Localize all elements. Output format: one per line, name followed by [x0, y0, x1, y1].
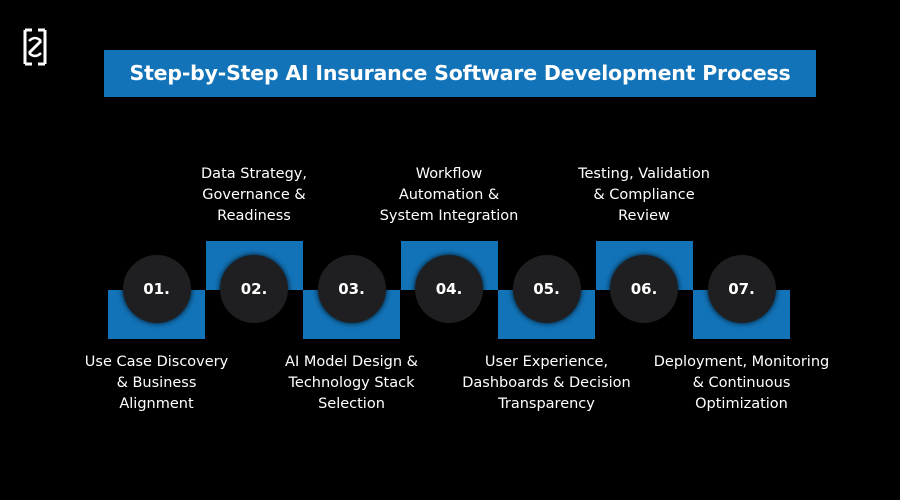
step-label-line: Data Strategy,	[201, 166, 307, 182]
step-label: Data Strategy, Governance & Readiness	[159, 164, 349, 227]
step-label-line: AI Model Design &	[285, 354, 418, 370]
brand-logo-icon	[22, 26, 48, 68]
step-label-line: Technology Stack	[288, 375, 415, 391]
step-number-badge: 04.	[415, 255, 483, 323]
step-label-line: Deployment, Monitoring	[653, 354, 830, 370]
step-label-line: Workflow	[415, 166, 483, 182]
step-label-line: Transparency	[498, 396, 595, 412]
page-title: Step-by-Step AI Insurance Software Devel…	[104, 50, 816, 97]
step-number-badge: 05.	[512, 255, 581, 323]
step-label-line: Dashboards & Decision	[462, 375, 631, 391]
step-number-badge: 06.	[610, 255, 678, 323]
step-label-line: User Experience,	[484, 354, 609, 370]
step-label-line: Review	[618, 208, 670, 224]
step-label-line: & Compliance	[593, 187, 695, 203]
step-number-badge: 01.	[122, 255, 191, 323]
step-label-line: & Continuous	[692, 375, 791, 391]
step-label-line: Optimization	[695, 396, 788, 412]
step-label-line: Alignment	[119, 396, 194, 412]
step-label-line: Testing, Validation	[578, 166, 710, 182]
step-number-badge: 03.	[317, 255, 386, 323]
step-label-line: Governance &	[202, 187, 306, 203]
step-number-badge: 02.	[220, 255, 288, 323]
step-label-line: Readiness	[217, 208, 291, 224]
step-label-line: Automation &	[398, 187, 500, 203]
step-label-line: System Integration	[379, 208, 519, 224]
step-label-line: Selection	[318, 396, 385, 412]
step-label-line: & Business	[116, 375, 197, 391]
step-label-line: Use Case Discovery	[84, 354, 229, 370]
step-number-badge: 07.	[707, 255, 776, 323]
